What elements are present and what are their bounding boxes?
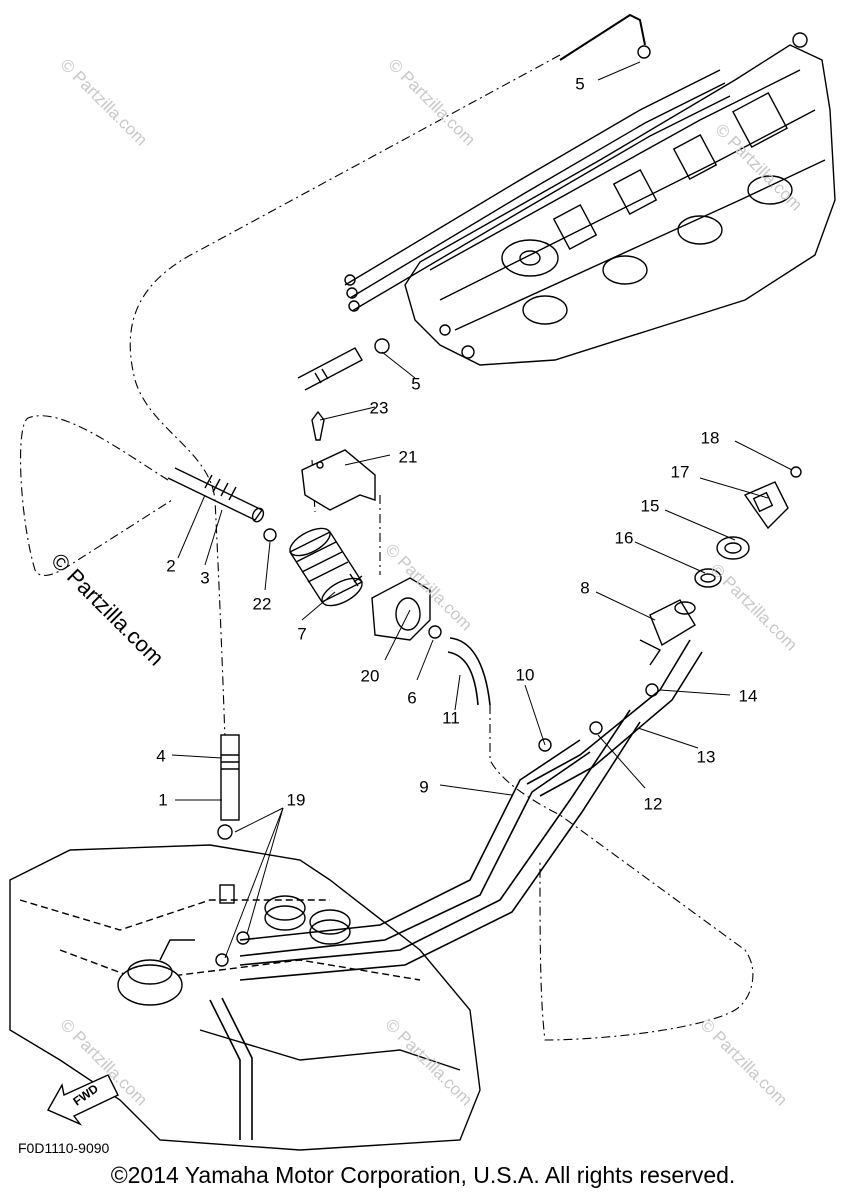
drawing-code: F0D1110-9090 (18, 1140, 110, 1156)
hose-2-3 (167, 467, 265, 523)
callout-22: 22 (252, 594, 272, 614)
callout-20: 20 (360, 666, 380, 686)
callout-10: 10 (515, 665, 535, 685)
callout-8: 8 (580, 578, 590, 598)
hose-end-5 (297, 347, 363, 391)
copyright-notice: ©2014 Yamaha Motor Corporation, U.S.A. A… (110, 1162, 736, 1188)
callout-16: 16 (614, 528, 634, 548)
fuel-tank (9, 844, 481, 1151)
callout-15: 15 (640, 496, 660, 516)
callout-18: 18 (700, 428, 720, 448)
callout-17: 17 (670, 462, 690, 482)
callout-3: 3 (200, 568, 210, 588)
callout-5-top: 5 (575, 74, 585, 94)
cap-parts (694, 466, 802, 588)
callout-14: 14 (738, 686, 758, 706)
hose-1-4 (220, 734, 240, 821)
callout-6: 6 (407, 688, 417, 708)
callout-11: 11 (442, 708, 460, 728)
callout-7: 7 (297, 624, 307, 644)
callout-23: 23 (369, 398, 389, 418)
callout-1: 1 (158, 790, 168, 810)
hoses (239, 637, 703, 981)
leader-lines (171, 61, 793, 959)
clamps (215, 45, 659, 967)
fuel-filter (288, 527, 364, 607)
callout-13: 13 (696, 747, 716, 767)
fwd-arrow-icon (47, 1074, 119, 1126)
engine-block (344, 13, 836, 366)
callout-5-mid: 5 (411, 374, 421, 394)
callout-12: 12 (643, 794, 663, 814)
callout-19: 19 (286, 790, 306, 810)
callout-9: 9 (419, 777, 429, 797)
callout-2: 2 (166, 556, 176, 576)
callout-21: 21 (398, 447, 418, 467)
filler-neck-8 (639, 599, 696, 666)
bracket-21 (301, 410, 376, 511)
callout-4: 4 (156, 746, 166, 766)
